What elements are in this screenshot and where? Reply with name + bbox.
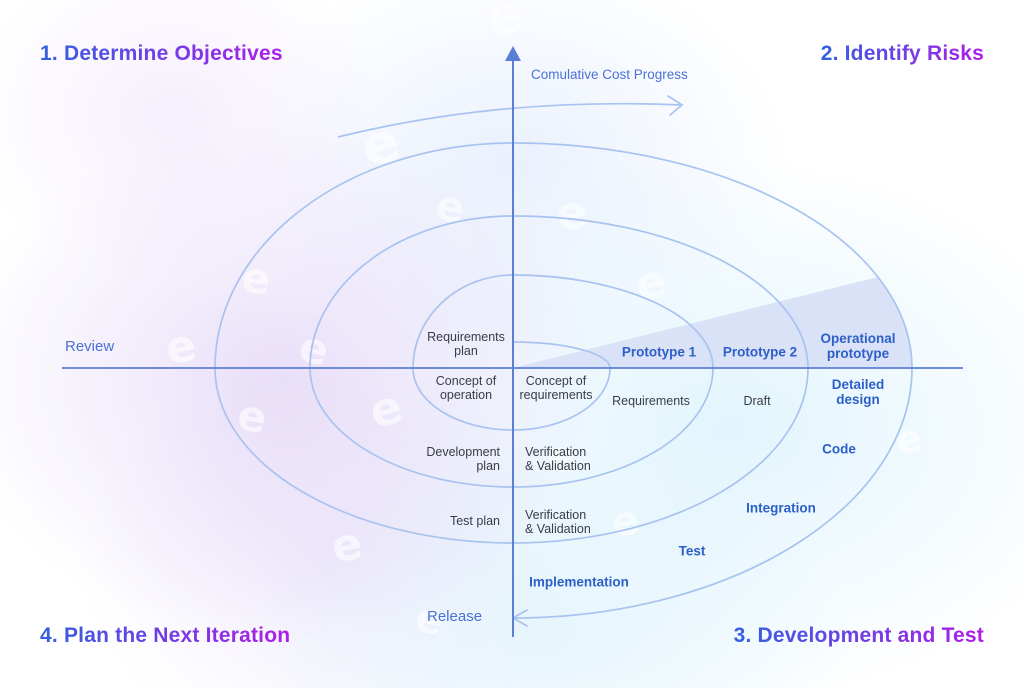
highlight-wedge <box>513 277 913 368</box>
label-requirements: Requirements <box>612 394 690 408</box>
cost-progress-arrow <box>337 102 681 138</box>
label-verification-validation-1: Verification& Validation <box>525 445 591 473</box>
vertical-axis-arrowhead-icon <box>505 46 521 61</box>
label-prototype-2: Prototype 2 <box>722 344 798 360</box>
label-prototype-1: Prototype 1 <box>621 344 697 360</box>
label-draft: Draft <box>743 394 771 408</box>
step-3-development-and-test: 3. Development and Test <box>733 624 984 647</box>
label-test-plan: Test plan <box>449 514 500 528</box>
review-axis-label: Review <box>65 338 115 355</box>
step-1-determine-objectives: 1. Determine Objectives <box>40 42 283 65</box>
step-4-plan-next-iteration: 4. Plan the Next Iteration <box>40 624 291 647</box>
cumulative-cost-progress-label: Comulative Cost Progress <box>531 67 688 82</box>
step-2-identify-risks: 2. Identify Risks <box>820 42 984 65</box>
cost-progress-arrowhead-icon <box>667 95 684 116</box>
label-verification-validation-2: Verification& Validation <box>525 508 591 536</box>
release-axis-label: Release <box>427 608 483 625</box>
spiral-path <box>214 142 913 619</box>
label-integration: Integration <box>746 500 816 516</box>
label-test: Test <box>678 543 706 559</box>
label-code: Code <box>822 441 856 457</box>
label-implementation: Implementation <box>529 574 629 590</box>
